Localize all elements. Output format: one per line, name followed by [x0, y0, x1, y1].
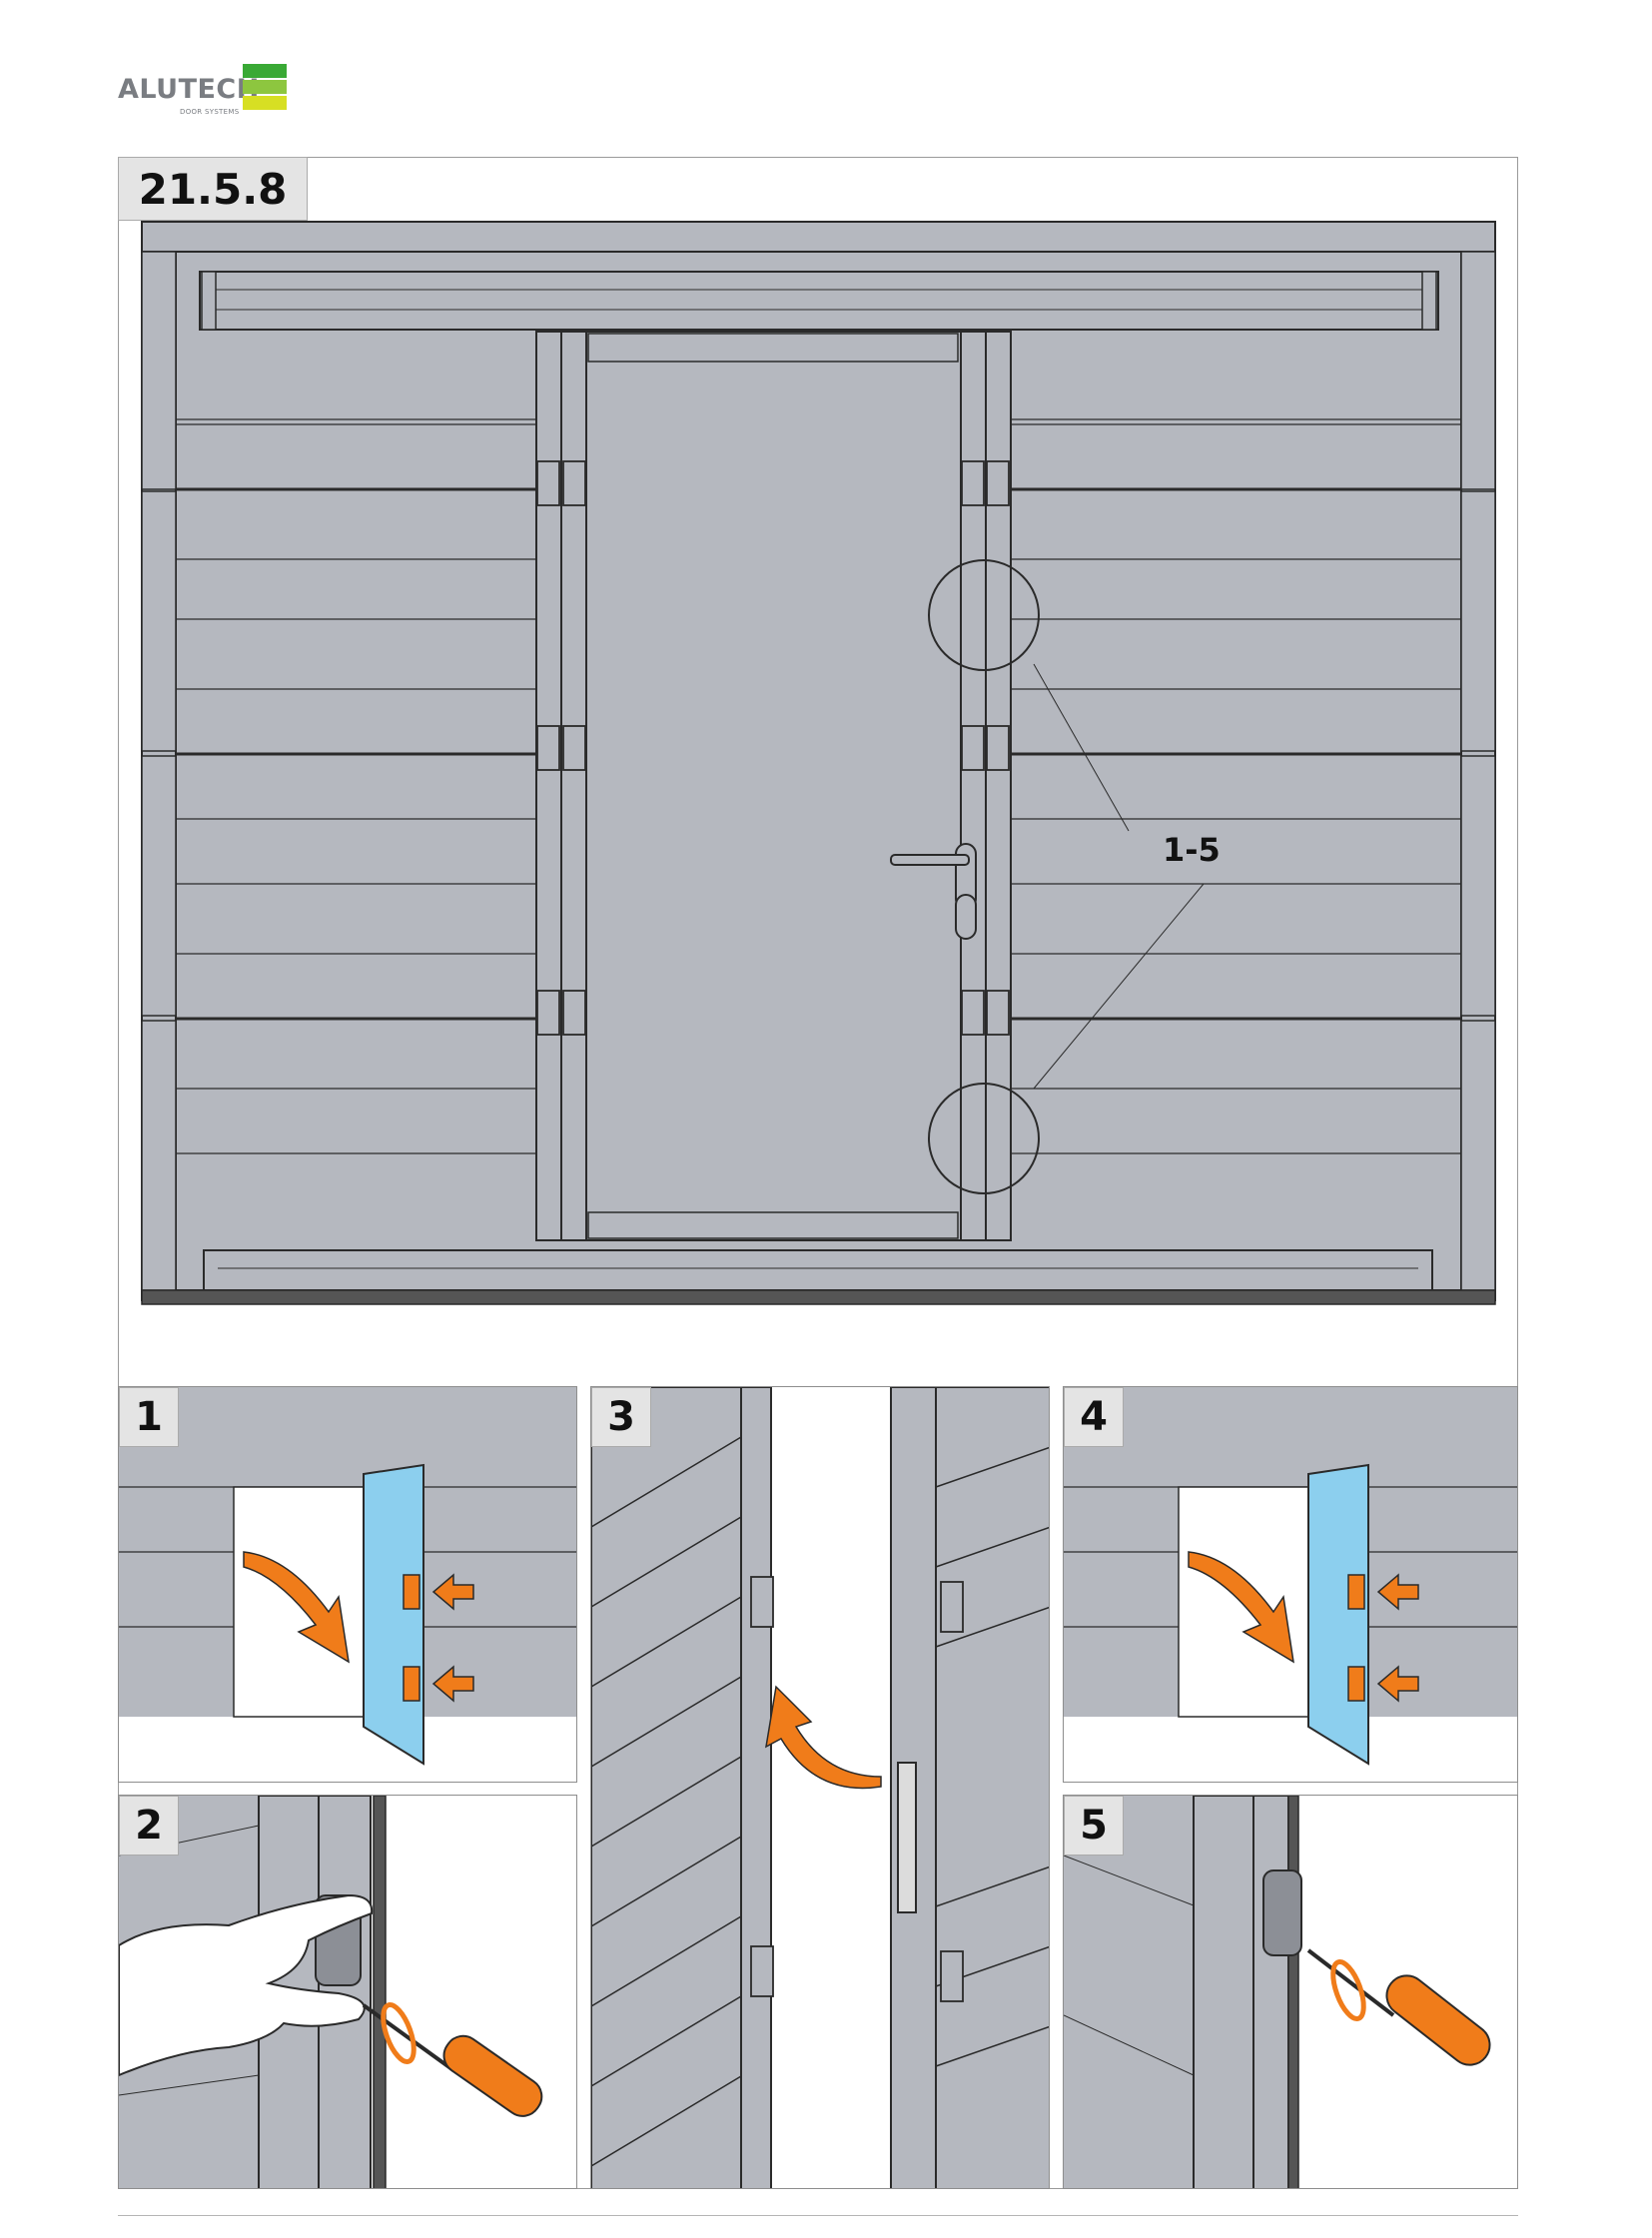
- step-1-label: 1: [119, 1387, 179, 1447]
- arrow-icon: [765, 1685, 882, 1790]
- step-3-panel: 3: [590, 1386, 1050, 2189]
- step-1-panel: 1: [118, 1386, 577, 1783]
- screwdriver-icon: [1306, 1948, 1491, 2066]
- arrow-icon: [431, 1573, 474, 1611]
- arrow-icon: [431, 1665, 474, 1703]
- step-3-label: 3: [591, 1387, 651, 1447]
- arrow-icon: [1376, 1665, 1419, 1703]
- step-2-label: 2: [119, 1796, 179, 1856]
- arrow-icon: [1188, 1551, 1294, 1664]
- logo-bars-icon: [243, 64, 287, 110]
- logo-name: ALUTECH: [118, 74, 260, 105]
- step-4-panel: 4: [1063, 1386, 1518, 1783]
- step-4-label: 4: [1064, 1387, 1124, 1447]
- arrow-icon: [1376, 1573, 1419, 1611]
- footer-divider: [118, 2215, 1518, 2216]
- step-2-panel: 2: [118, 1795, 577, 2189]
- garage-door-drawing: [141, 221, 1496, 1305]
- screwdriver-icon: [362, 2002, 543, 2117]
- main-step-label: 21.5.8: [118, 157, 308, 221]
- logo-subtitle: DOOR SYSTEMS: [180, 108, 240, 116]
- hinge-icon: [1262, 1869, 1302, 1956]
- callout-label: 1-5: [1163, 831, 1221, 869]
- step-5-label: 5: [1064, 1796, 1124, 1856]
- arrow-icon: [243, 1551, 350, 1664]
- hand-icon: [119, 1893, 374, 2077]
- door-handle-icon: [890, 843, 977, 940]
- hinge-icon: [750, 1576, 964, 2002]
- alutech-logo: ALUTECH DOOR SYSTEMS: [118, 62, 298, 122]
- step-5-panel: 5: [1063, 1795, 1518, 2189]
